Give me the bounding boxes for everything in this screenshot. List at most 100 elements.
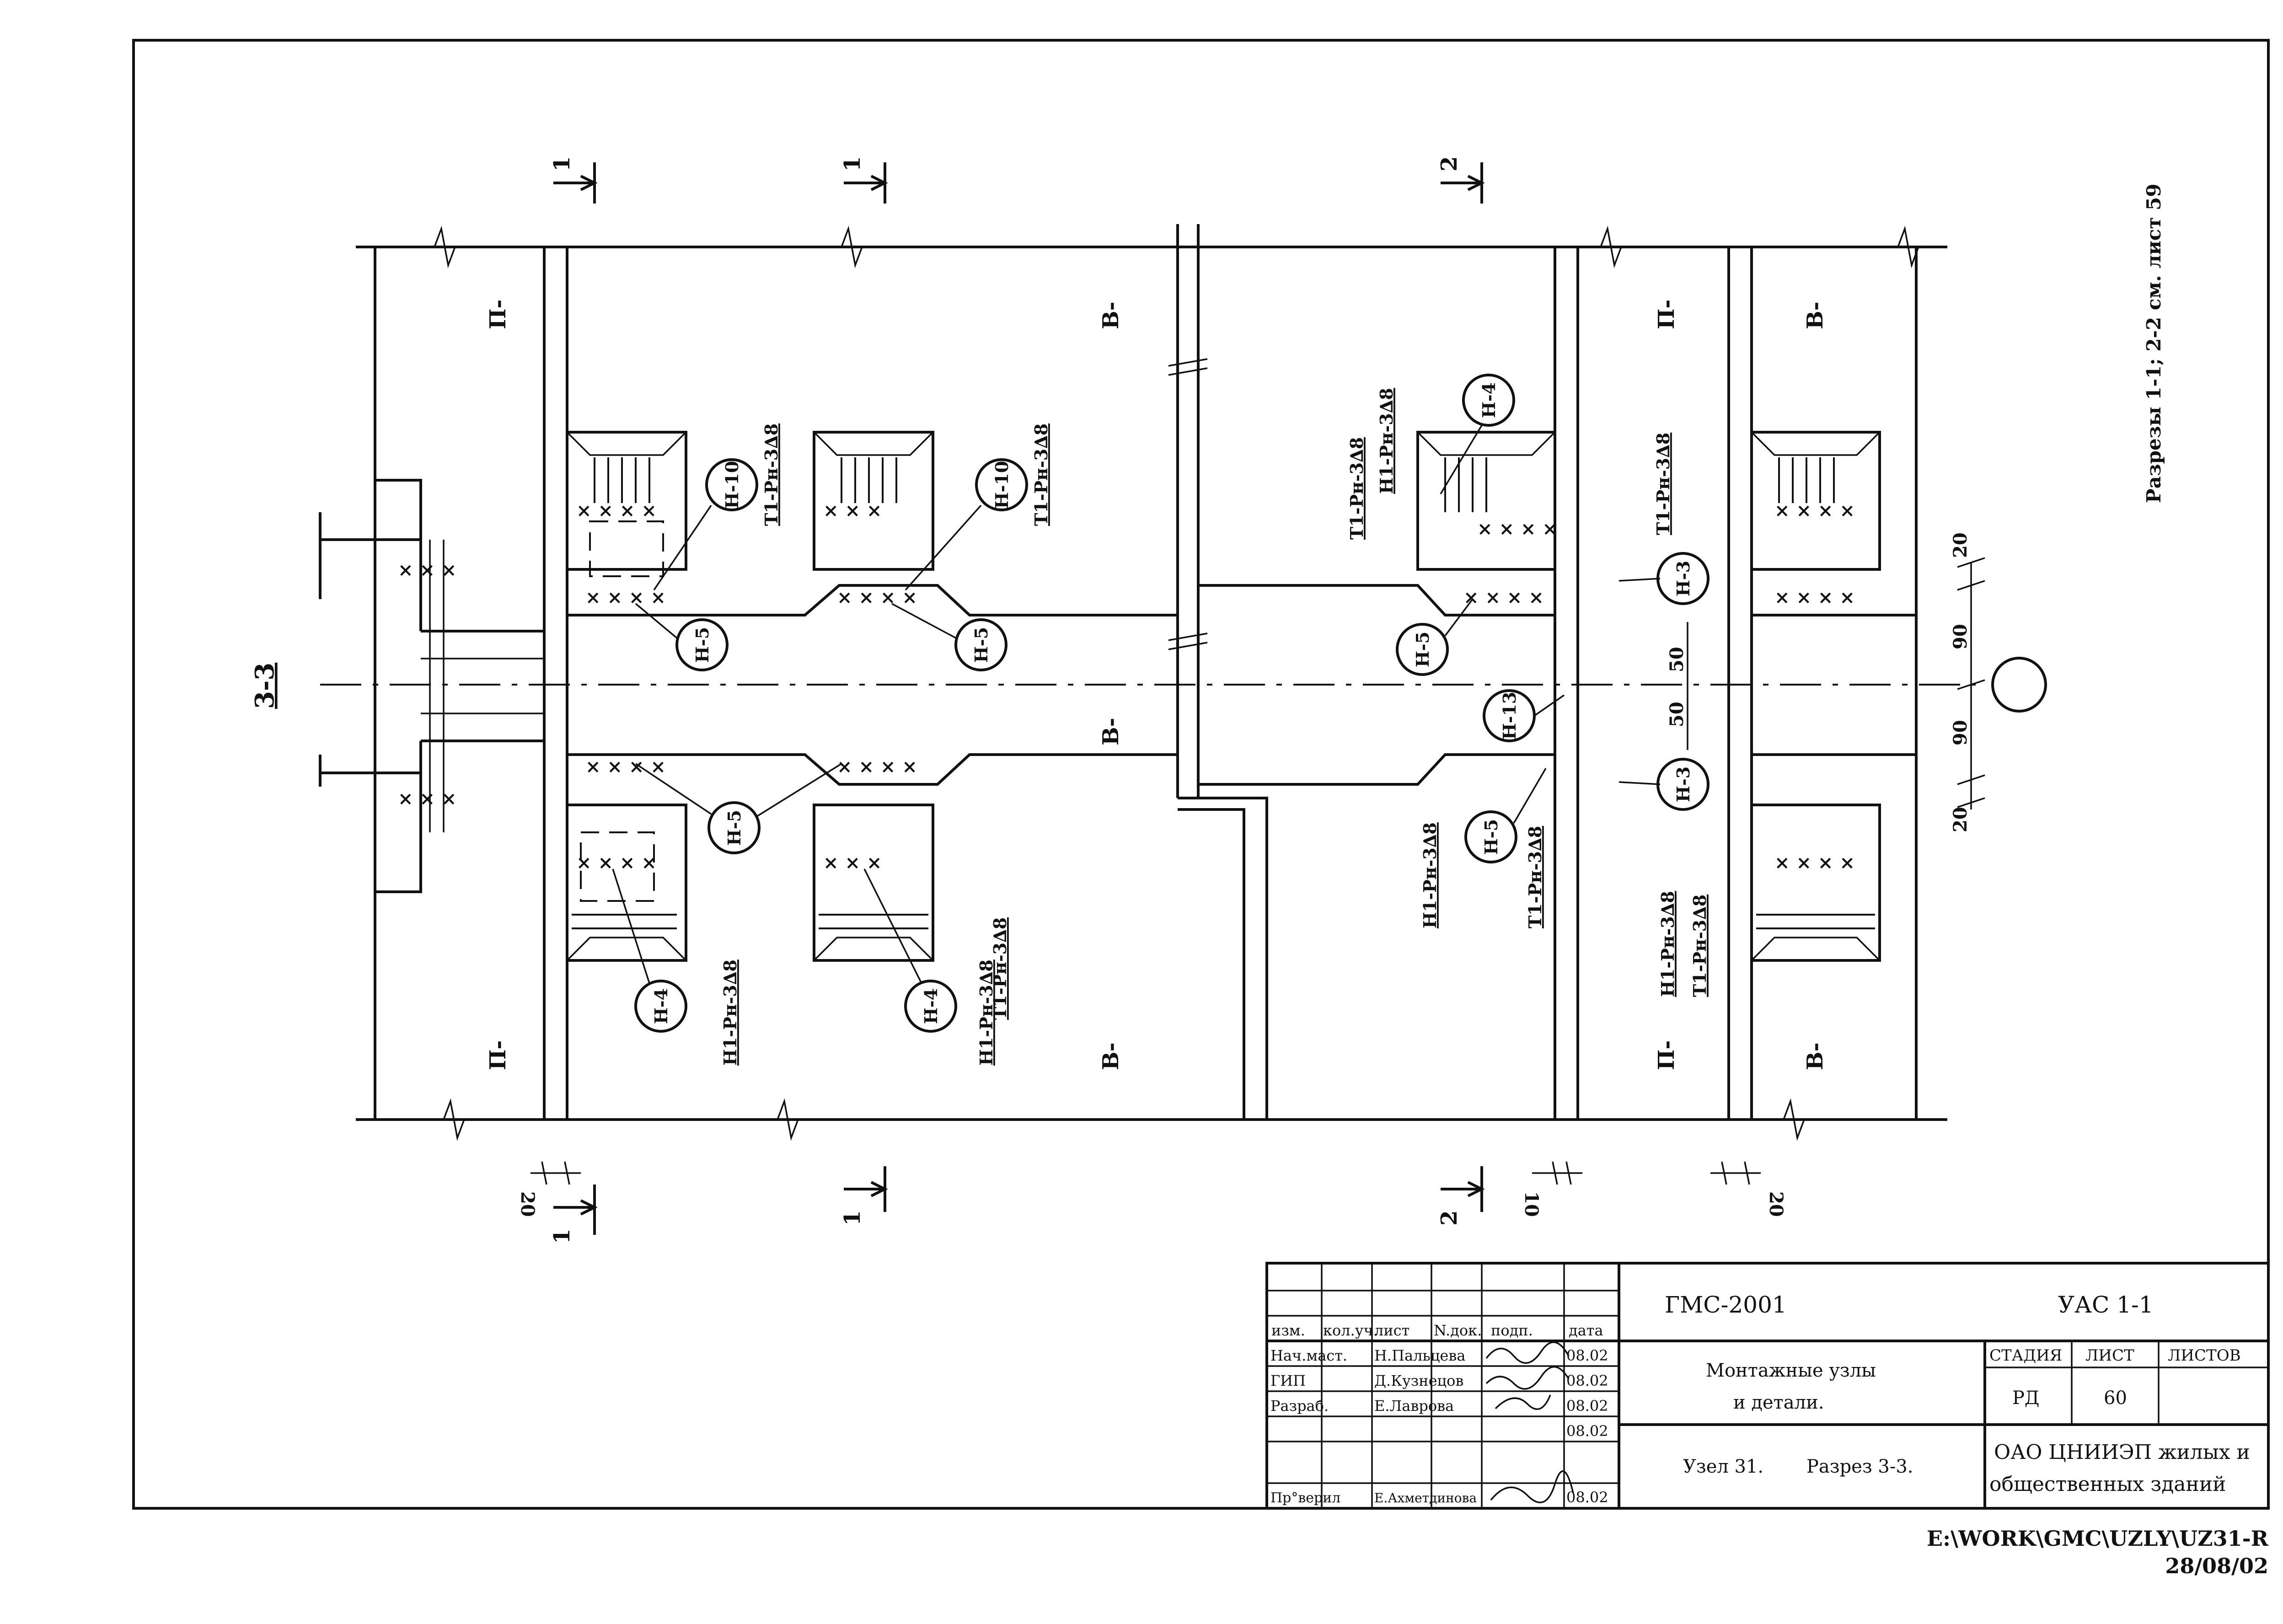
svg-text:В-: В- <box>1098 718 1124 746</box>
svg-text:Е.Ахметдинова: Е.Ахметдинова <box>1374 1490 1477 1506</box>
svg-text:П-: П- <box>485 1040 511 1070</box>
callouts: Н-10 Н-10 Н-5 Н-5 Н-5 Н-5 Н-5 Н-4 <box>634 374 1710 1033</box>
svg-text:Н.Пальцева: Н.Пальцева <box>1374 1347 1465 1364</box>
svg-text:Н-5: Н-5 <box>692 627 713 663</box>
svg-text:Разрез 3-3.: Разрез 3-3. <box>1806 1456 1913 1477</box>
svg-text:10: 10 <box>1521 1191 1542 1217</box>
leader-lines <box>612 425 1661 984</box>
svg-text:1: 1 <box>840 156 865 172</box>
svg-text:Т1-Рн-3∆8: Т1-Рн-3∆8 <box>1525 826 1545 928</box>
svg-text:08.02: 08.02 <box>1566 1397 1608 1415</box>
svg-text:08.02: 08.02 <box>1566 1372 1608 1389</box>
svg-text:ГМС-2001: ГМС-2001 <box>1665 1292 1787 1318</box>
callout-n5-3: Н-5 <box>1396 623 1449 676</box>
svg-text:Н-13: Н-13 <box>1499 692 1520 740</box>
svg-text:× × × ×: × × × × <box>576 852 657 874</box>
svg-text:2: 2 <box>1436 1211 1462 1226</box>
svg-text:20: 20 <box>1950 807 1971 832</box>
structure-outline <box>356 224 1947 1141</box>
svg-text:50: 50 <box>1666 702 1688 727</box>
svg-text:× × × ×: × × × × <box>1774 500 1855 521</box>
svg-text:Е.Лаврова: Е.Лаврова <box>1374 1397 1454 1415</box>
svg-text:Нач.маст.: Нач.маст. <box>1270 1347 1347 1364</box>
svg-text:и детали.: и детали. <box>1733 1392 1824 1413</box>
weld-marks: × × × × × × × × × × × × × × × × × × × × … <box>398 500 1855 874</box>
callout-n5-1: Н-5 <box>675 618 729 671</box>
svg-text:Н-3: Н-3 <box>1673 561 1693 596</box>
svg-text:подп.: подп. <box>1491 1322 1533 1339</box>
svg-text:90: 90 <box>1950 720 1971 745</box>
title-block-text: изм. кол.уч. лист N.док. подп. дата Нач.… <box>1270 1292 2250 1506</box>
svg-text:08.02: 08.02 <box>1566 1422 1608 1440</box>
svg-text:× × × ×: × × × × <box>585 587 666 608</box>
svg-text:1: 1 <box>549 156 575 172</box>
callout-n4-1: Н-4 <box>634 980 687 1033</box>
svg-text:× × ×: × × × <box>823 500 882 521</box>
section-marks: 1 1 2 1 1 2 <box>549 156 1485 1244</box>
svg-text:Разраб.: Разраб. <box>1270 1397 1329 1415</box>
svg-text:1: 1 <box>549 1229 575 1244</box>
callout-n10-left: Н-10 <box>705 458 758 511</box>
svg-text:Т1-Рн-3∆8: Т1-Рн-3∆8 <box>1689 895 1710 997</box>
svg-text:Т1-Рн-3∆8: Т1-Рн-3∆8 <box>1346 437 1367 540</box>
callout-n10-mid: Н-10 <box>975 458 1028 511</box>
svg-text:× × × ×: × × × × <box>837 587 917 608</box>
svg-text:В-: В- <box>1098 302 1124 330</box>
svg-text:ЛИСТ: ЛИСТ <box>2085 1346 2134 1365</box>
svg-text:× × × ×: × × × × <box>837 756 917 777</box>
svg-text:× × × ×: × × × × <box>1463 587 1544 608</box>
svg-text:Д.Кузнецов: Д.Кузнецов <box>1374 1372 1463 1389</box>
dimensions-bottom: 20 10 20 <box>517 1161 1787 1217</box>
svg-text:РД: РД <box>2012 1388 2039 1409</box>
svg-text:Н1-Рн-3∆8: Н1-Рн-3∆8 <box>1420 822 1440 928</box>
svg-text:Н-4: Н-4 <box>921 988 941 1024</box>
svg-text:Н1-Рн-3∆8: Н1-Рн-3∆8 <box>976 959 997 1066</box>
svg-text:лист: лист <box>1374 1322 1409 1339</box>
callout-n3-bot: Н-3 <box>1656 758 1710 811</box>
svg-text:Н-5: Н-5 <box>1481 819 1501 855</box>
svg-text:1: 1 <box>840 1211 865 1226</box>
svg-text:дата: дата <box>1569 1322 1603 1339</box>
central-beam <box>566 567 1918 805</box>
svg-text:Узел 31.: Узел 31. <box>1683 1456 1763 1477</box>
svg-text:Н1-Рн-3∆8: Н1-Рн-3∆8 <box>720 959 740 1066</box>
svg-text:20: 20 <box>1950 532 1971 558</box>
svg-text:Н-5: Н-5 <box>1412 632 1433 667</box>
svg-text:× × × ×: × × × × <box>576 500 657 521</box>
svg-text:Н-10: Н-10 <box>991 461 1012 509</box>
svg-text:П-: П- <box>1654 300 1679 329</box>
svg-text:× × × ×: × × × × <box>1477 518 1558 540</box>
callout-n5-2: Н-5 <box>954 618 1008 671</box>
weld-labels: Т1-Рн-3∆8 Т1-Рн-3∆8 Т1-Рн-3∆8 Н1-Рн-3∆8 … <box>720 388 1710 1066</box>
side-note: Разрезы 1-1; 2-2 см. лист 59 <box>2143 184 2165 503</box>
callout-n5-5: Н-5 <box>1464 810 1517 863</box>
svg-text:ГИП: ГИП <box>1270 1372 1306 1389</box>
axis-bubble <box>1991 657 2047 713</box>
svg-text:Пр°верил: Пр°верил <box>1270 1490 1340 1506</box>
svg-text:ОАО ЦНИИЭП жилых и: ОАО ЦНИИЭП жилых и <box>1994 1441 2250 1464</box>
svg-text:Н1-Рн-3∆8: Н1-Рн-3∆8 <box>1376 388 1397 494</box>
svg-text:СТАДИЯ: СТАДИЯ <box>1989 1346 2062 1365</box>
svg-text:В-: В- <box>1802 1043 1828 1071</box>
svg-text:кол.уч.: кол.уч. <box>1323 1322 1378 1339</box>
svg-text:× × × ×: × × × × <box>585 756 666 777</box>
svg-text:Н-4: Н-4 <box>1479 382 1499 418</box>
callout-n3-top: Н-3 <box>1656 552 1710 605</box>
svg-text:Монтажные узлы: Монтажные узлы <box>1706 1360 1876 1381</box>
svg-text:2: 2 <box>1436 156 1462 172</box>
svg-text:60: 60 <box>2104 1388 2127 1409</box>
hatch-lines <box>572 457 1875 929</box>
svg-text:× × ×: × × × <box>823 852 882 874</box>
title-block <box>1265 1262 2270 1510</box>
svg-text:Н1-Рн-3∆8: Н1-Рн-3∆8 <box>1657 891 1678 997</box>
svg-text:В-: В- <box>1098 1043 1124 1071</box>
svg-text:50: 50 <box>1666 647 1688 672</box>
svg-text:20: 20 <box>517 1191 538 1217</box>
svg-text:П-: П- <box>485 300 511 329</box>
section-title: 3-3 <box>250 663 280 709</box>
svg-text:Н-5: Н-5 <box>971 627 991 663</box>
svg-text:Н-5: Н-5 <box>724 810 745 846</box>
sheet-frame <box>132 39 2270 1510</box>
callout-n4-3: Н-4 <box>1462 374 1515 427</box>
